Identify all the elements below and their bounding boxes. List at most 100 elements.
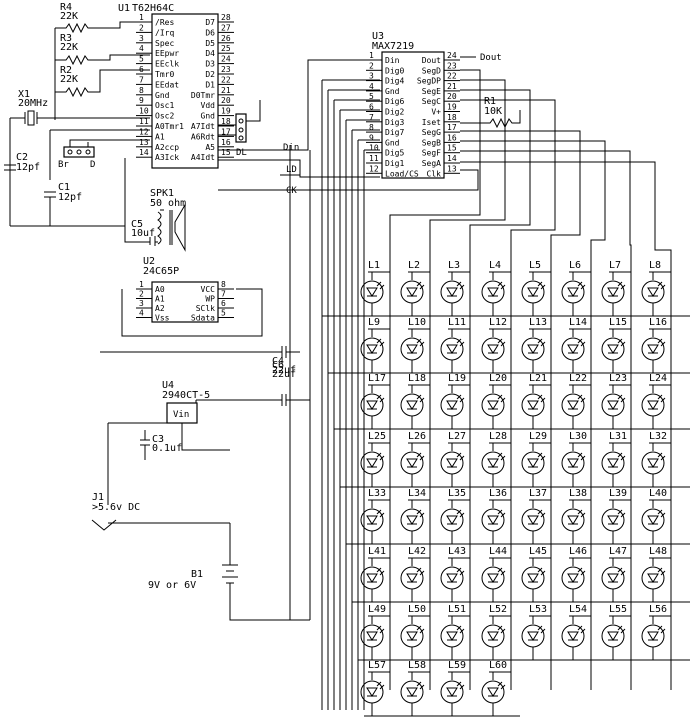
u3-pin-num: 12 (369, 164, 379, 173)
led-l6: L6 (561, 260, 591, 316)
u3-pin-label: Dig3 (385, 118, 404, 127)
caps-osc: C2 12pf C1 12pf (4, 152, 125, 227)
u2-pin-num: 2 (139, 290, 144, 299)
u3-pin-label: Gnd (385, 138, 400, 147)
led-label: L1 (368, 260, 380, 271)
u2-pin-label: VCC (201, 285, 216, 294)
led-label: L44 (489, 546, 507, 557)
u2-pin-label: Sdata (191, 314, 215, 323)
led-label: L2 (408, 260, 420, 271)
led-label: L39 (609, 488, 627, 499)
u1-pin-label: A2ccp (155, 143, 179, 152)
led-label: L56 (649, 604, 667, 615)
led-l25: L25 (360, 431, 390, 487)
b1-ref: B1 (191, 569, 203, 580)
u1-pin-label: D2 (205, 70, 215, 79)
u3-pin-num: 17 (447, 123, 457, 132)
led-label: L38 (569, 488, 587, 499)
u3-pin-num: 18 (447, 113, 457, 122)
u2-pin-label: A0 (155, 285, 165, 294)
c6-ref: C6 (272, 360, 284, 371)
c1-val: 12pf (58, 192, 82, 203)
led-label: L37 (529, 488, 547, 499)
u2-pin-num: 8 (221, 280, 226, 289)
u1-pin-label: EEclk (155, 60, 179, 69)
led-label: L12 (489, 317, 507, 328)
c1-ref: C1 (58, 182, 70, 193)
led-label: L31 (609, 431, 627, 442)
led-l27: L27 (440, 431, 470, 487)
u1-pin-label: Vdd (201, 101, 216, 110)
u1-pin-label: EEdat (155, 80, 179, 89)
u3-ref: U3 (372, 31, 384, 42)
led-l36: L36 (481, 488, 511, 544)
led-l44: L44 (481, 546, 511, 602)
u3-pin-label: Dig4 (385, 77, 404, 86)
u1-pin-num: 1 (139, 13, 144, 22)
c6-val: 22uf (272, 369, 296, 380)
led-l13: L13 (521, 317, 551, 373)
led-label: L53 (529, 604, 547, 615)
led-label: L36 (489, 488, 507, 499)
u1-pin-num: 3 (139, 34, 144, 43)
u2-pin-num: 5 (221, 309, 226, 318)
led-l50: L50 (400, 604, 430, 660)
u1-pin-label: A5 (205, 143, 215, 152)
u3-pin-num: 23 (447, 61, 457, 70)
u2-pin-label: A2 (155, 304, 165, 313)
u1-pin-label: Osc2 (155, 112, 174, 121)
c3-val: 0.1uf (152, 443, 182, 454)
u1-pin-label: D1 (205, 80, 215, 89)
led-label: L6 (569, 260, 581, 271)
led-l57: L57 (360, 660, 390, 716)
u2-pin-num: 6 (221, 299, 226, 308)
u2-pin-num: 1 (139, 280, 144, 289)
led-l29: L29 (521, 431, 551, 487)
led-l39: L39 (601, 488, 631, 544)
bus-wires (321, 69, 690, 717)
u1-pin-label: Tmr0 (155, 70, 174, 79)
u1-pin-num: 21 (221, 86, 231, 95)
led-l56: L56 (641, 604, 671, 660)
r3-ref: R3 (60, 33, 72, 44)
u1-ref: U1 (118, 3, 130, 14)
u3-pin-label: SegE (422, 87, 441, 96)
u3-pin-num: 24 (447, 51, 457, 60)
u1-pin-num: 7 (139, 75, 144, 84)
u2-ref: U2 (143, 256, 155, 267)
u3-pin-label: Dig1 (385, 159, 404, 168)
u1-pin-label: A4Idt (191, 153, 215, 162)
led-l47: L47 (601, 546, 631, 602)
u4-regulator: U4 2940CT-5 Vin C3 0.1uf (107, 380, 230, 505)
led-l1: L1 (360, 260, 390, 316)
r4-ref: R4 (60, 2, 72, 13)
led-label: L9 (368, 317, 380, 328)
u1-pin-label: A0Tmr1 (155, 122, 184, 131)
led-l22: L22 (561, 373, 591, 429)
net-ck: CK (286, 186, 297, 196)
led-l33: L33 (360, 488, 390, 544)
c4-val: 22uf (272, 365, 296, 376)
u1-pin-num: 15 (221, 148, 231, 157)
u1-pin-label: Osc1 (155, 101, 174, 110)
led-label: L35 (448, 488, 466, 499)
led-l12: L12 (481, 317, 511, 373)
u3-pin-label: Dout (422, 56, 441, 65)
u1-pin-num: 18 (221, 117, 231, 126)
u1-pin-label: D3 (205, 60, 215, 69)
u3-pin-num: 10 (369, 144, 379, 153)
u3-pin-label: Dig5 (385, 149, 404, 158)
u1-pin-num: 13 (139, 138, 149, 147)
u1-pin-label: D7 (205, 18, 215, 27)
led-label: L14 (569, 317, 587, 328)
u3-pin-label: Din (385, 56, 400, 65)
jack-j1: J1 >5.6v DC (91, 492, 230, 531)
u1-pin-label: D0Tmr (191, 91, 215, 100)
led-label: L13 (529, 317, 547, 328)
led-label: L3 (448, 260, 460, 271)
led-label: L42 (408, 546, 426, 557)
u3-pin-num: 8 (369, 123, 374, 132)
led-label: L43 (448, 546, 466, 557)
